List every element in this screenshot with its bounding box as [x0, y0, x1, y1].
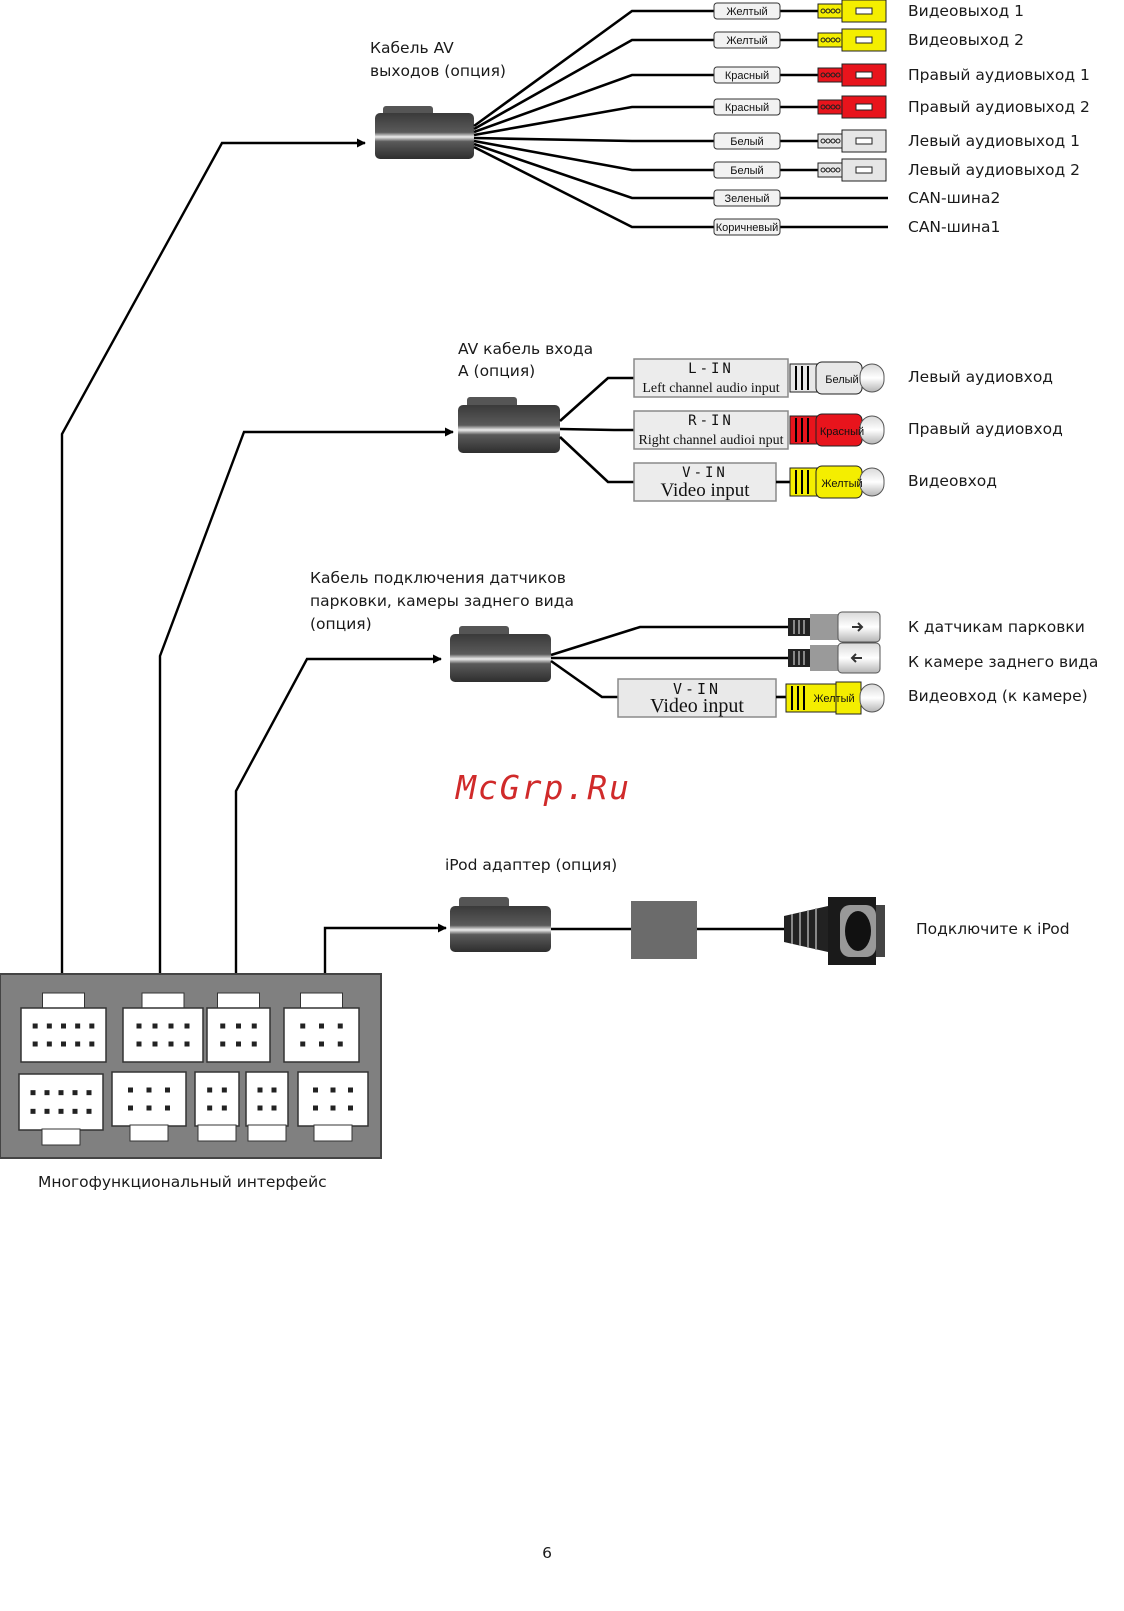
- interface-label: Многофункциональный интерфейс: [38, 1173, 327, 1191]
- connector-12pin: [20, 992, 107, 1063]
- jack-label: Желтый: [821, 478, 862, 490]
- av-in-row-1: L-IN Left channel audio input Белый Левый а…: [559, 358, 1053, 422]
- av-out-wire-2: Желтый Видеовыход 2: [473, 28, 1024, 131]
- connector-10pin-b: [18, 1073, 104, 1146]
- input-desc: Video input: [660, 480, 750, 501]
- connector-4pin-c: [245, 1071, 289, 1142]
- arrow-parking: [231, 654, 442, 986]
- av-out-wire-8: Коричневый CAN-шина1: [473, 145, 1000, 236]
- connector-6pin-c: [297, 1071, 369, 1142]
- av-out-wire-label: CAN-шина1: [908, 218, 1000, 236]
- av-out-wire-tag: Белый: [730, 136, 763, 148]
- rca-jack: Желтый: [789, 465, 885, 499]
- parking-title-line2: парковки, камеры заднего вида: [310, 592, 574, 610]
- parking-connector-body: [450, 626, 551, 682]
- ipod-connector-body: [450, 897, 551, 952]
- av-out-wire-tag: Красный: [725, 102, 769, 114]
- av-input-cable: AV кабель входа A (опция) L-IN Left chann…: [458, 340, 1063, 502]
- watermark: McGrp.Ru: [455, 768, 631, 807]
- av-in-row-2: R-IN Right channel audioi nput Красный Прав…: [559, 410, 1063, 450]
- ipod-adapter: iPod адаптер (опция) Подключите к iPod: [445, 856, 1070, 965]
- parking-title-line1: Кабель подключения датчиков: [310, 569, 566, 587]
- parking-video-desc: Video input: [650, 695, 744, 717]
- rca-plug: [817, 158, 887, 182]
- parking-video-jack: Желтый: [785, 681, 885, 715]
- av-out-wire-7: Зеленый CAN-шина2: [473, 142, 1000, 207]
- input-desc: Right channel audioi nput: [638, 433, 783, 448]
- arrow-av-input: [155, 427, 454, 986]
- parking-video-input-box: V-IN Video input: [617, 678, 777, 718]
- rca-jack: Белый: [789, 361, 885, 395]
- parking-video-label: Видеовход (к камере): [908, 687, 1088, 705]
- parking-camera-cable: Кабель подключения датчиков парковки, ка…: [310, 569, 1098, 718]
- av-in-label: Видеовход: [908, 472, 997, 490]
- connector-4pin-b: [194, 1071, 240, 1142]
- av-out-wire-1: Желтый Видеовыход 1: [473, 0, 1024, 128]
- input-desc: Left channel audio input: [642, 381, 779, 396]
- jack-label: Красный: [820, 426, 864, 438]
- av-out-wire-label: Видеовыход 1: [908, 2, 1024, 20]
- av-in-title-line1: AV кабель входа: [458, 340, 593, 358]
- av-out-wire-tag: Красный: [725, 70, 769, 82]
- parking-title-line3: (опция): [310, 615, 372, 633]
- connector-6pin-b: [111, 1071, 187, 1142]
- av-out-wire-tag: Зеленый: [724, 193, 769, 205]
- av-out-wire-tag: Белый: [730, 165, 763, 177]
- av-in-connector-body: [458, 397, 560, 453]
- parking-video-code: V-IN: [673, 680, 721, 698]
- input-code: R-IN: [688, 413, 734, 429]
- av-out-wire-3: Красный Правый аудиовыход 1: [473, 63, 1090, 134]
- arrow-ipod: [320, 923, 447, 986]
- input-label-box: [633, 410, 789, 450]
- parking-sensor-label: К датчикам парковки: [908, 618, 1085, 636]
- ipod-title: iPod адаптер (опция): [445, 856, 617, 874]
- av-out-wire-tag: Коричневый: [716, 222, 779, 234]
- rca-plug: [817, 95, 887, 119]
- av-out-wire-tag: Желтый: [726, 35, 767, 47]
- av-in-label: Левый аудиовход: [908, 368, 1053, 386]
- connection-arrows: [57, 138, 454, 986]
- connector-10pin: [122, 992, 204, 1063]
- rca-jack: Красный: [789, 413, 885, 447]
- input-label-box: [633, 358, 789, 398]
- connector-6pin: [283, 992, 360, 1063]
- av-out-title-line2: выходов (опция): [370, 62, 506, 80]
- rear-camera-plug: [788, 642, 881, 674]
- av-out-wire-4: Красный Правый аудиовыход 2: [473, 95, 1090, 137]
- av-out-connector-body: [375, 106, 474, 159]
- multifunction-interface: Многофункциональный интерфейс: [0, 973, 382, 1191]
- connector-8pin: [206, 992, 271, 1063]
- av-out-wire-label: Видеовыход 2: [908, 31, 1024, 49]
- av-in-title-line2: A (опция): [458, 362, 535, 380]
- ipod-adapter-box: [631, 901, 697, 959]
- rear-camera-label: К камере заднего вида: [908, 653, 1098, 671]
- input-label-box: [633, 462, 777, 502]
- rca-plug: [817, 28, 887, 52]
- page-number: 6: [542, 1544, 552, 1562]
- ipod-dock-connector: [784, 897, 885, 965]
- parking-sensor-plug: [788, 611, 881, 643]
- av-out-wire-tag: Желтый: [726, 6, 767, 18]
- av-out-wire-label: Правый аудиовыход 1: [908, 66, 1090, 84]
- rca-plug: [817, 63, 887, 87]
- parking-video-jack-label: Желтый: [813, 693, 854, 705]
- av-out-wire-label: CAN-шина2: [908, 189, 1000, 207]
- arrow-av-output: [57, 138, 366, 986]
- jack-label: Белый: [825, 374, 858, 386]
- ipod-connect-label: Подключите к iPod: [916, 920, 1070, 938]
- av-out-title-line1: Кабель AV: [370, 39, 454, 57]
- av-out-wire-5: Белый Левый аудиовыход 1: [473, 129, 1080, 153]
- rca-plug: [817, 129, 887, 153]
- av-out-wire-label: Правый аудиовыход 2: [908, 98, 1090, 116]
- av-in-label: Правый аудиовход: [908, 420, 1063, 438]
- av-out-wire-label: Левый аудиовыход 2: [908, 161, 1080, 179]
- av-out-wire-label: Левый аудиовыход 1: [908, 132, 1080, 150]
- input-code: V-IN: [682, 465, 728, 481]
- input-code: L-IN: [688, 361, 734, 377]
- rca-plug: [817, 0, 887, 23]
